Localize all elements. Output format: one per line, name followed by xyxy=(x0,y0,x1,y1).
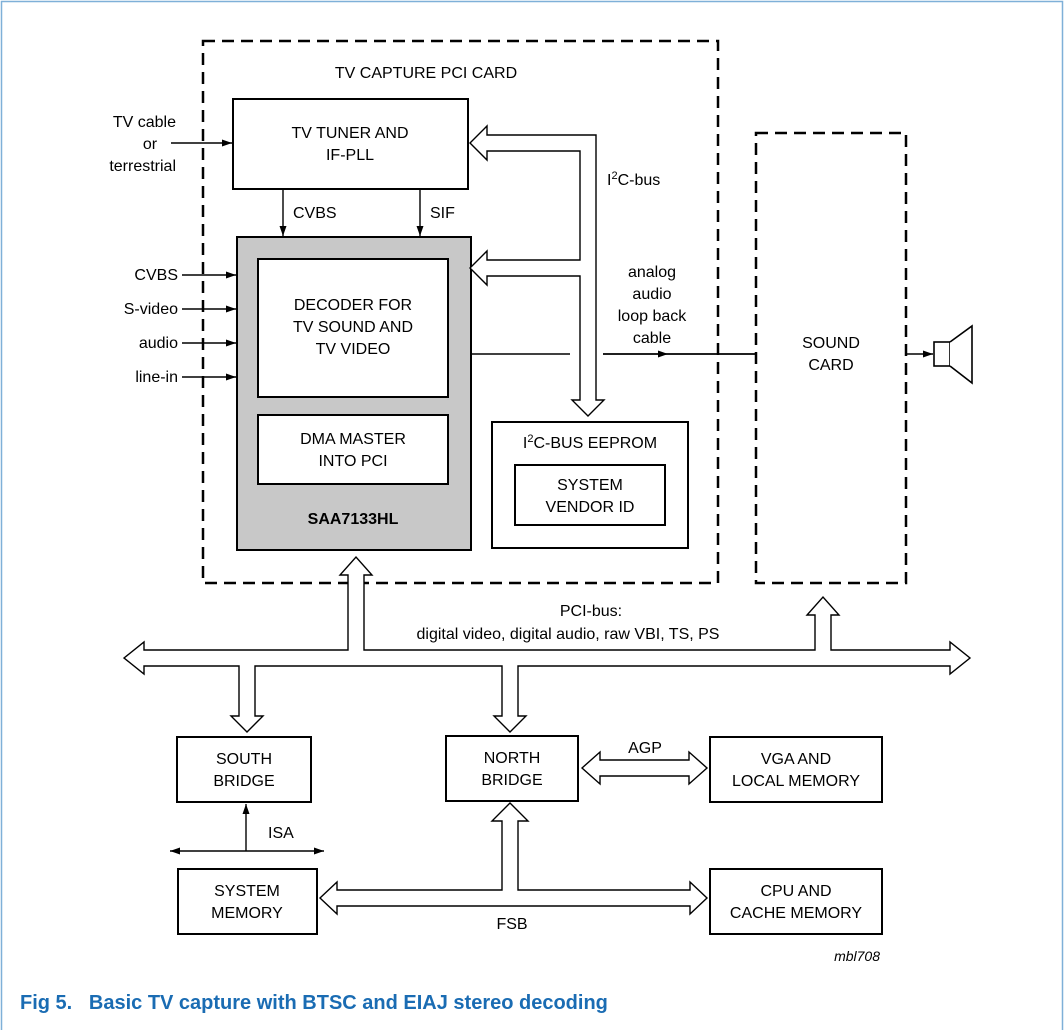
north-bridge-label-2: BRIDGE xyxy=(481,772,542,789)
system-memory-label-2: MEMORY xyxy=(211,905,283,922)
vga-box xyxy=(709,736,883,803)
north-bridge-label-1: NORTH xyxy=(484,750,541,767)
pci-bus-label-1: PCI-bus: xyxy=(560,603,622,620)
vendor-id-box xyxy=(514,464,666,526)
figure-code: mbl708 xyxy=(834,948,880,964)
pci-bus-label-2: digital video, digital audio, raw VBI, T… xyxy=(417,626,720,643)
vga-label-2: LOCAL MEMORY xyxy=(732,773,860,790)
fsb-arrow xyxy=(318,802,709,916)
south-bridge-label-1: SOUTH xyxy=(216,751,272,768)
i2c-bus-sup: 2 xyxy=(611,170,617,182)
figure-caption: Fig 5. Basic TV capture with BTSC and EI… xyxy=(20,992,608,1014)
vendor-label-2: VENDOR ID xyxy=(546,499,635,516)
pci-bus-arrow xyxy=(122,555,972,733)
tuner-box xyxy=(232,98,469,190)
vendor-label-1: SYSTEM xyxy=(557,477,623,494)
tuner-input-label-3: terrestrial xyxy=(109,158,176,175)
dma-box xyxy=(257,414,449,485)
i2c-bus-suffix: C-bus xyxy=(618,172,661,189)
tuner-label-1: TV TUNER AND xyxy=(291,125,408,142)
capture-card-boundary xyxy=(201,39,720,585)
loopback-label-2: audio xyxy=(632,286,671,303)
isa-label: ISA xyxy=(268,825,294,842)
sound-card-boundary xyxy=(754,131,908,585)
sif-label: SIF xyxy=(430,205,455,222)
fsb-label: FSB xyxy=(496,916,527,933)
chip-label: SAA7133HL xyxy=(308,511,399,528)
i2c-bus-prefix: I xyxy=(607,172,611,189)
input-label-svideo: S-video xyxy=(124,301,178,318)
loopback-label-1: analog xyxy=(628,264,676,281)
dma-label-1: DMA MASTER xyxy=(300,431,406,448)
agp-arrow xyxy=(580,750,709,786)
loopback-label-3: loop back xyxy=(618,308,687,325)
loopback-label-4: cable xyxy=(633,330,671,347)
cpu-label-2: CACHE MEMORY xyxy=(730,905,862,922)
south-bridge-label-2: BRIDGE xyxy=(213,773,274,790)
system-memory-box xyxy=(177,868,318,935)
capture-card-label: TV CAPTURE PCI CARD xyxy=(335,65,517,82)
tuner-input-label-2: or xyxy=(143,136,158,153)
decoder-label-3: TV VIDEO xyxy=(316,341,391,358)
system-memory-label-1: SYSTEM xyxy=(214,883,280,900)
i2c-bus-arrow xyxy=(469,124,606,417)
input-label-cvbs: CVBS xyxy=(134,267,178,284)
decoder-box xyxy=(257,258,449,398)
sound-card-label-2: CARD xyxy=(808,357,853,374)
eeprom-prefix: I xyxy=(523,435,527,452)
tuner-label-2: IF-PLL xyxy=(326,147,374,164)
south-bridge-box xyxy=(176,736,312,803)
speaker-icon xyxy=(933,324,973,385)
agp-label: AGP xyxy=(628,740,662,757)
dma-label-2: INTO PCI xyxy=(318,453,387,470)
eeprom-suffix: C-BUS EEPROM xyxy=(534,435,658,452)
eeprom-sup: 2 xyxy=(527,433,533,445)
eeprom-label: I2C-BUS EEPROM xyxy=(523,433,657,452)
input-label-audio: audio xyxy=(139,335,178,352)
vga-label-1: VGA AND xyxy=(761,751,831,768)
north-bridge-box xyxy=(445,735,579,802)
tuner-input-label-1: TV cable xyxy=(113,114,176,131)
cpu-box xyxy=(709,868,883,935)
cvbs-label: CVBS xyxy=(293,205,337,222)
input-label-linein: line-in xyxy=(135,369,178,386)
decoder-label-2: TV SOUND AND xyxy=(293,319,413,336)
sound-card-label-1: SOUND xyxy=(802,335,860,352)
decoder-label-1: DECODER FOR xyxy=(294,297,412,314)
i2c-bus-label: I2C-bus xyxy=(607,170,660,189)
cpu-label-1: CPU AND xyxy=(760,883,831,900)
